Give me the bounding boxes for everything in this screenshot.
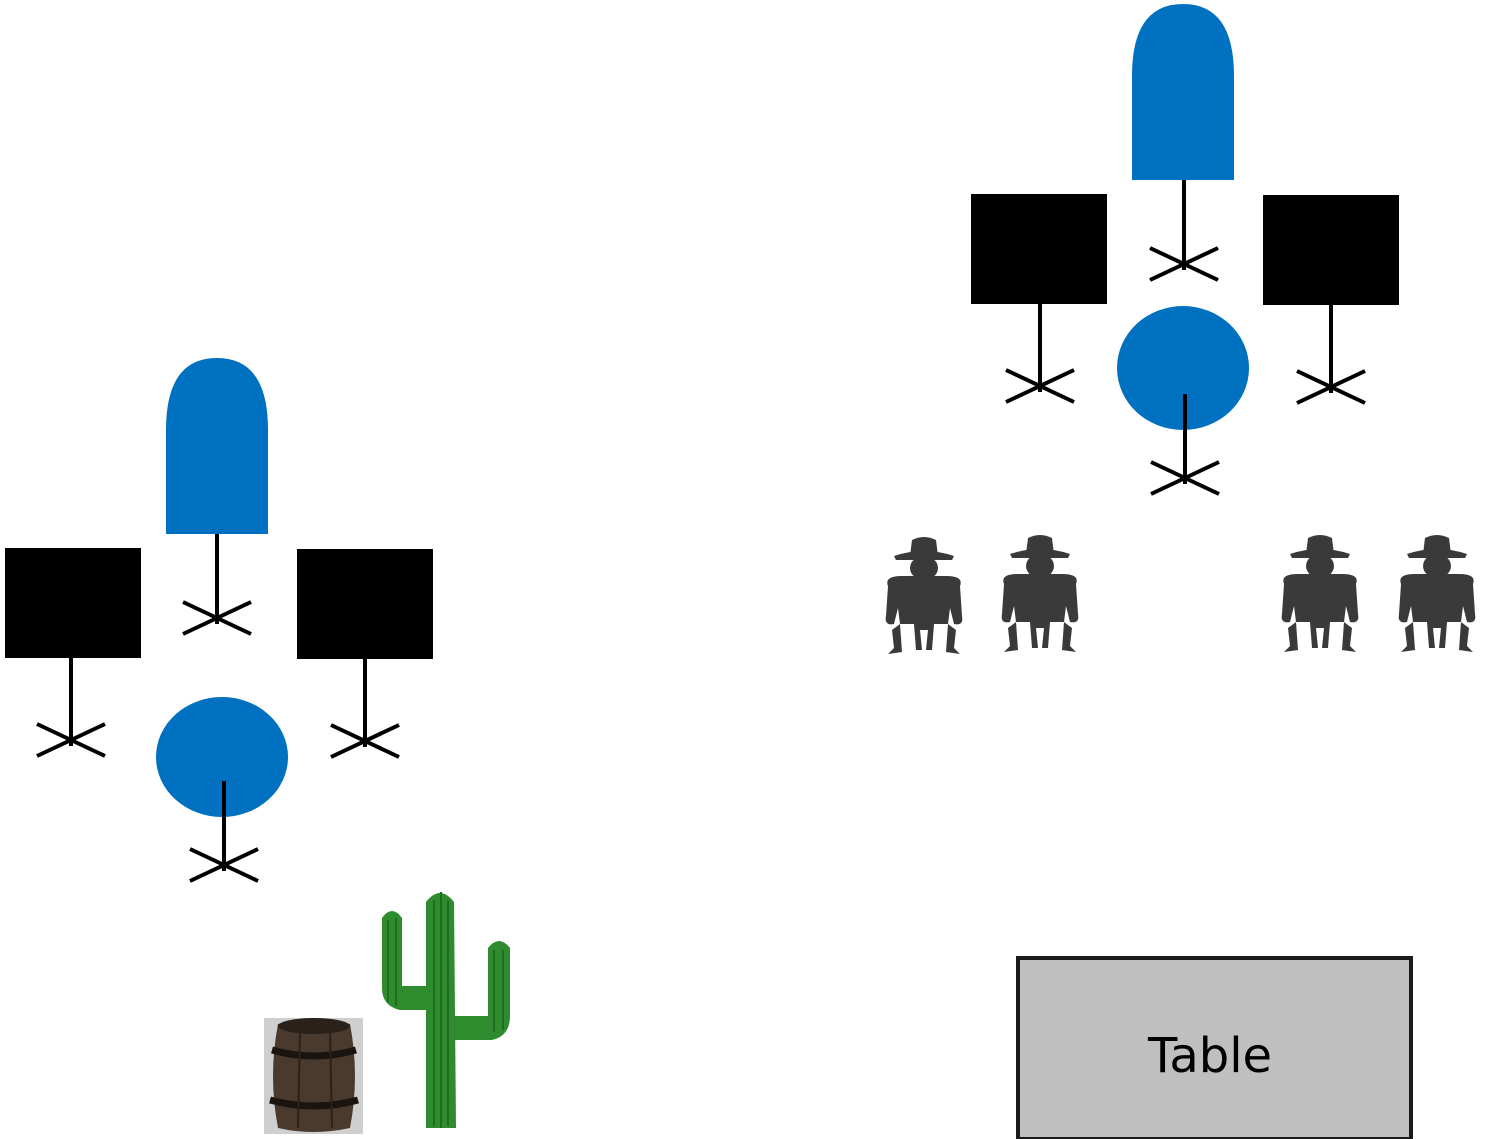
speaker-box-icon	[971, 194, 1107, 304]
speaker-box-icon	[1263, 195, 1399, 305]
microphone-round-icon	[1117, 306, 1249, 430]
tripod-stand-icon	[329, 655, 401, 759]
tripod-stand-icon	[35, 654, 107, 758]
tripod-stand-icon	[1148, 178, 1220, 282]
wooden-barrel-icon	[264, 1018, 363, 1134]
tripod-stand-icon	[1004, 300, 1076, 404]
cowboy-silhouette-icon	[885, 537, 963, 654]
cowboy-silhouette-icon	[1398, 535, 1476, 652]
microphone-round-icon	[156, 697, 288, 817]
cowboy-silhouette-icon	[1281, 535, 1359, 652]
left-group	[5, 358, 433, 883]
microphone-arch-icon	[166, 358, 268, 534]
cowboy-row	[885, 535, 1476, 654]
table-box	[1016, 956, 1413, 1139]
table: Table	[1016, 956, 1413, 1139]
speaker-box-icon	[297, 549, 433, 659]
cowboy-silhouette-icon	[1001, 535, 1079, 652]
tripod-stand-icon	[1295, 301, 1367, 405]
tripod-stand-icon	[181, 532, 253, 636]
microphone-arch-icon	[1132, 4, 1234, 180]
saguaro-cactus-icon	[382, 892, 510, 1128]
right-group	[971, 4, 1399, 496]
table-label: Table	[1147, 1028, 1272, 1084]
speaker-box-icon	[5, 548, 141, 658]
